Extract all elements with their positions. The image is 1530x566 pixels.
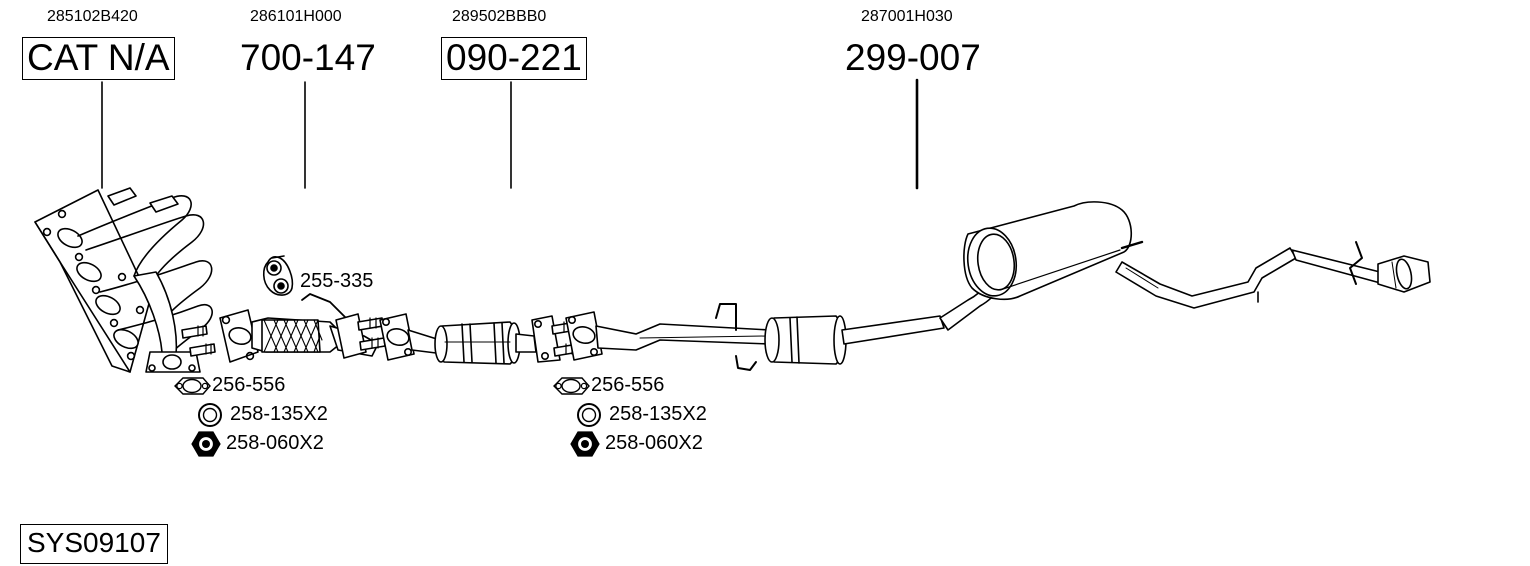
callout-partno-0: 285102B420 (47, 8, 138, 25)
center-pipe-resonator-art (565, 303, 945, 371)
hardware-ref: 258-060X2 (605, 432, 703, 454)
callout-partno-3: 287001H030 (861, 8, 953, 25)
hardware-list-right: 256-556 258-135X2 258-060X2 (551, 371, 707, 458)
hardware-row: 258-060X2 (551, 429, 707, 458)
catalytic-converter-art (379, 313, 580, 365)
hardware-ref: 256-556 (212, 374, 286, 396)
hardware-ref: 258-135X2 (609, 403, 707, 425)
hex-nut-icon (565, 430, 605, 458)
leader-lines (101, 78, 919, 190)
hex-nut-icon (186, 430, 226, 458)
hardware-row: 256-556 (551, 371, 707, 400)
callout-ref-2: 090-221 (441, 37, 587, 80)
exhaust-manifold-art (34, 187, 216, 373)
hardware-row: 256-556 (172, 371, 328, 400)
system-code-badge: SYS09107 (20, 524, 168, 564)
hardware-ref: 258-135X2 (230, 403, 328, 425)
callout-partno-1: 286101H000 (250, 8, 342, 25)
oval-flange-gasket-icon (551, 375, 591, 397)
callout-ref-0: CAT N/A (22, 37, 175, 80)
callout-ref-1: 700-147 (240, 37, 376, 78)
ring-washer-icon (190, 402, 230, 428)
rear-muffler-art (939, 201, 1431, 331)
bracket-callout-ref: 255-335 (300, 270, 374, 292)
bracket-hanger-icon (262, 255, 294, 296)
hardware-row: 258-060X2 (172, 429, 328, 458)
hardware-row: 258-135X2 (551, 400, 707, 429)
hardware-ref: 256-556 (591, 374, 665, 396)
callout-partno-2: 289502BBB0 (452, 8, 547, 25)
ring-washer-icon (569, 402, 609, 428)
oval-flange-gasket-icon (172, 375, 212, 397)
hardware-ref: 258-060X2 (226, 432, 324, 454)
callout-ref-3: 299-007 (845, 37, 981, 78)
hardware-row: 258-135X2 (172, 400, 328, 429)
hardware-list-left: 256-556 258-135X2 258-060X2 (172, 371, 328, 458)
flex-front-pipe-art (219, 293, 386, 363)
